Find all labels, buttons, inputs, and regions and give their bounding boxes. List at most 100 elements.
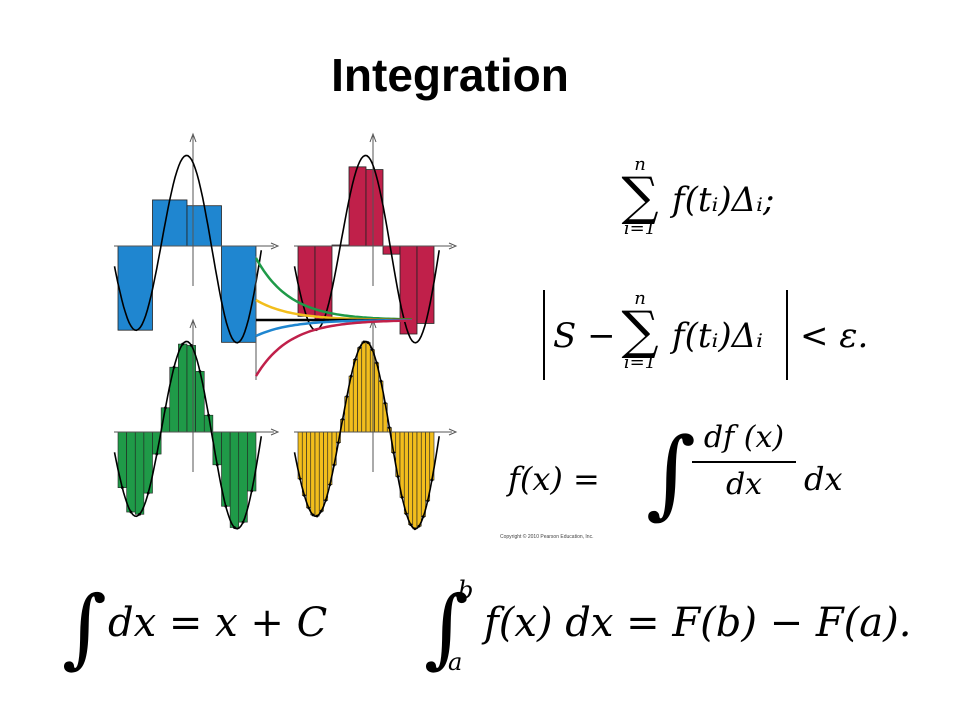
sample-point — [417, 524, 421, 528]
sample-point — [324, 499, 328, 502]
riemann-bar-green — [195, 371, 205, 433]
arrow-icon — [189, 318, 197, 329]
riemann-bar-gold — [369, 349, 375, 433]
arrow-icon — [448, 242, 458, 250]
sample-point — [250, 489, 254, 493]
riemann-bar-gold — [318, 431, 324, 512]
riemann-bar-green — [229, 431, 240, 528]
riemann-bar-gold — [361, 341, 367, 433]
sample-point — [353, 357, 357, 361]
sample-point — [319, 509, 323, 513]
riemann-bar-green — [238, 431, 248, 523]
sample-point — [396, 475, 400, 478]
riemann-bar-gold — [416, 431, 422, 527]
sample-point — [409, 523, 413, 526]
riemann-bar-green — [117, 431, 127, 488]
integral-sign-icon: ∫ — [62, 578, 107, 678]
sample-point — [349, 374, 353, 378]
fraction-bar — [692, 461, 796, 463]
sample-point — [392, 451, 396, 455]
upper-limit: n — [634, 288, 646, 309]
riemann-bar-green — [134, 431, 145, 515]
riemann-bar-green — [178, 343, 188, 433]
sample-point — [307, 506, 311, 510]
sample-point — [426, 499, 430, 503]
sample-point — [172, 365, 176, 369]
sample-point — [328, 483, 332, 487]
sample-point — [129, 510, 133, 514]
upper-limit: n — [634, 154, 646, 175]
riemann-bar-gold — [403, 431, 409, 515]
arrow-icon — [369, 132, 377, 143]
riemann-bar-gold — [301, 431, 307, 496]
riemann-bar-gold — [310, 431, 316, 516]
sample-point — [311, 513, 315, 517]
riemann-bar-green — [247, 431, 257, 492]
riemann-bar-gold — [306, 431, 312, 509]
sample-point — [370, 348, 374, 352]
sample-point — [138, 512, 141, 516]
riemann-bar-gold — [323, 431, 329, 501]
sample-point — [302, 494, 306, 497]
abs-bar-right — [786, 290, 788, 380]
derivative-fraction: df (x) dx — [692, 420, 796, 502]
riemann-bar-blue — [152, 199, 188, 247]
fraction-denominator: dx — [725, 467, 763, 502]
sample-point — [430, 478, 434, 482]
sample-point — [189, 343, 193, 347]
riemann-bar-crimson — [365, 169, 384, 247]
sample-point — [379, 379, 383, 383]
lower-limit: i=1 — [623, 352, 657, 373]
sample-point — [233, 526, 236, 529]
function-curve — [113, 154, 263, 344]
error-bound-left: S − — [553, 316, 616, 356]
convergence-curve-crimson — [254, 319, 412, 377]
sigma-icon: ∑ — [621, 301, 659, 361]
riemann-bar-gold — [374, 362, 380, 433]
sample-point — [315, 514, 319, 518]
riemann-bar-gold — [420, 431, 426, 517]
arrow-icon — [189, 132, 197, 143]
slide-title: Integration — [331, 49, 569, 101]
convergence-curve-gold — [255, 298, 412, 322]
riemann-bar-crimson — [348, 166, 367, 247]
riemann-bar-green — [126, 431, 136, 513]
indefinite-body: dx = x + C — [108, 600, 328, 646]
riemann-bar-green — [186, 345, 196, 433]
sample-point — [375, 361, 379, 365]
sample-point — [345, 395, 349, 398]
summation-symbol: n ∑ i=1 — [612, 156, 668, 238]
lower-limit: i=1 — [623, 218, 657, 239]
riemann-bar-crimson — [416, 245, 435, 324]
lower-limit: a — [448, 648, 463, 676]
sample-point — [298, 477, 302, 481]
sigma-icon: ∑ — [621, 167, 659, 227]
sample-point — [400, 496, 404, 499]
sample-point — [198, 369, 202, 373]
riemann-bar-blue — [221, 245, 257, 343]
riemann-bar-gold — [314, 431, 320, 517]
fundamental-tail: dx — [804, 460, 843, 498]
convergence-curve-blue — [255, 318, 412, 338]
sample-point — [362, 340, 366, 344]
sample-point — [181, 342, 185, 346]
integral-sign-icon: ∫ — [646, 417, 697, 529]
copyright-notice: Copyright © 2010 Pearson Education, Inc. — [500, 534, 594, 540]
sample-point — [413, 527, 417, 531]
sample-point — [155, 452, 159, 456]
sample-point — [215, 463, 219, 467]
arrow-icon — [448, 428, 458, 436]
riemann-sum-body: f(tᵢ)Δᵢ; — [672, 180, 775, 220]
arrow-icon — [270, 428, 280, 436]
sample-point — [207, 413, 210, 417]
sample-point — [120, 486, 124, 490]
error-bound-right: < ε. — [800, 316, 869, 356]
riemann-bar-gold — [352, 359, 358, 433]
error-bound-body: f(tᵢ)Δᵢ — [672, 316, 764, 356]
sample-point — [336, 441, 340, 445]
fundamental-lhs: f(x) = — [508, 460, 600, 498]
sample-point — [332, 463, 336, 467]
riemann-bar-gold — [365, 342, 371, 433]
sample-point — [341, 417, 345, 421]
